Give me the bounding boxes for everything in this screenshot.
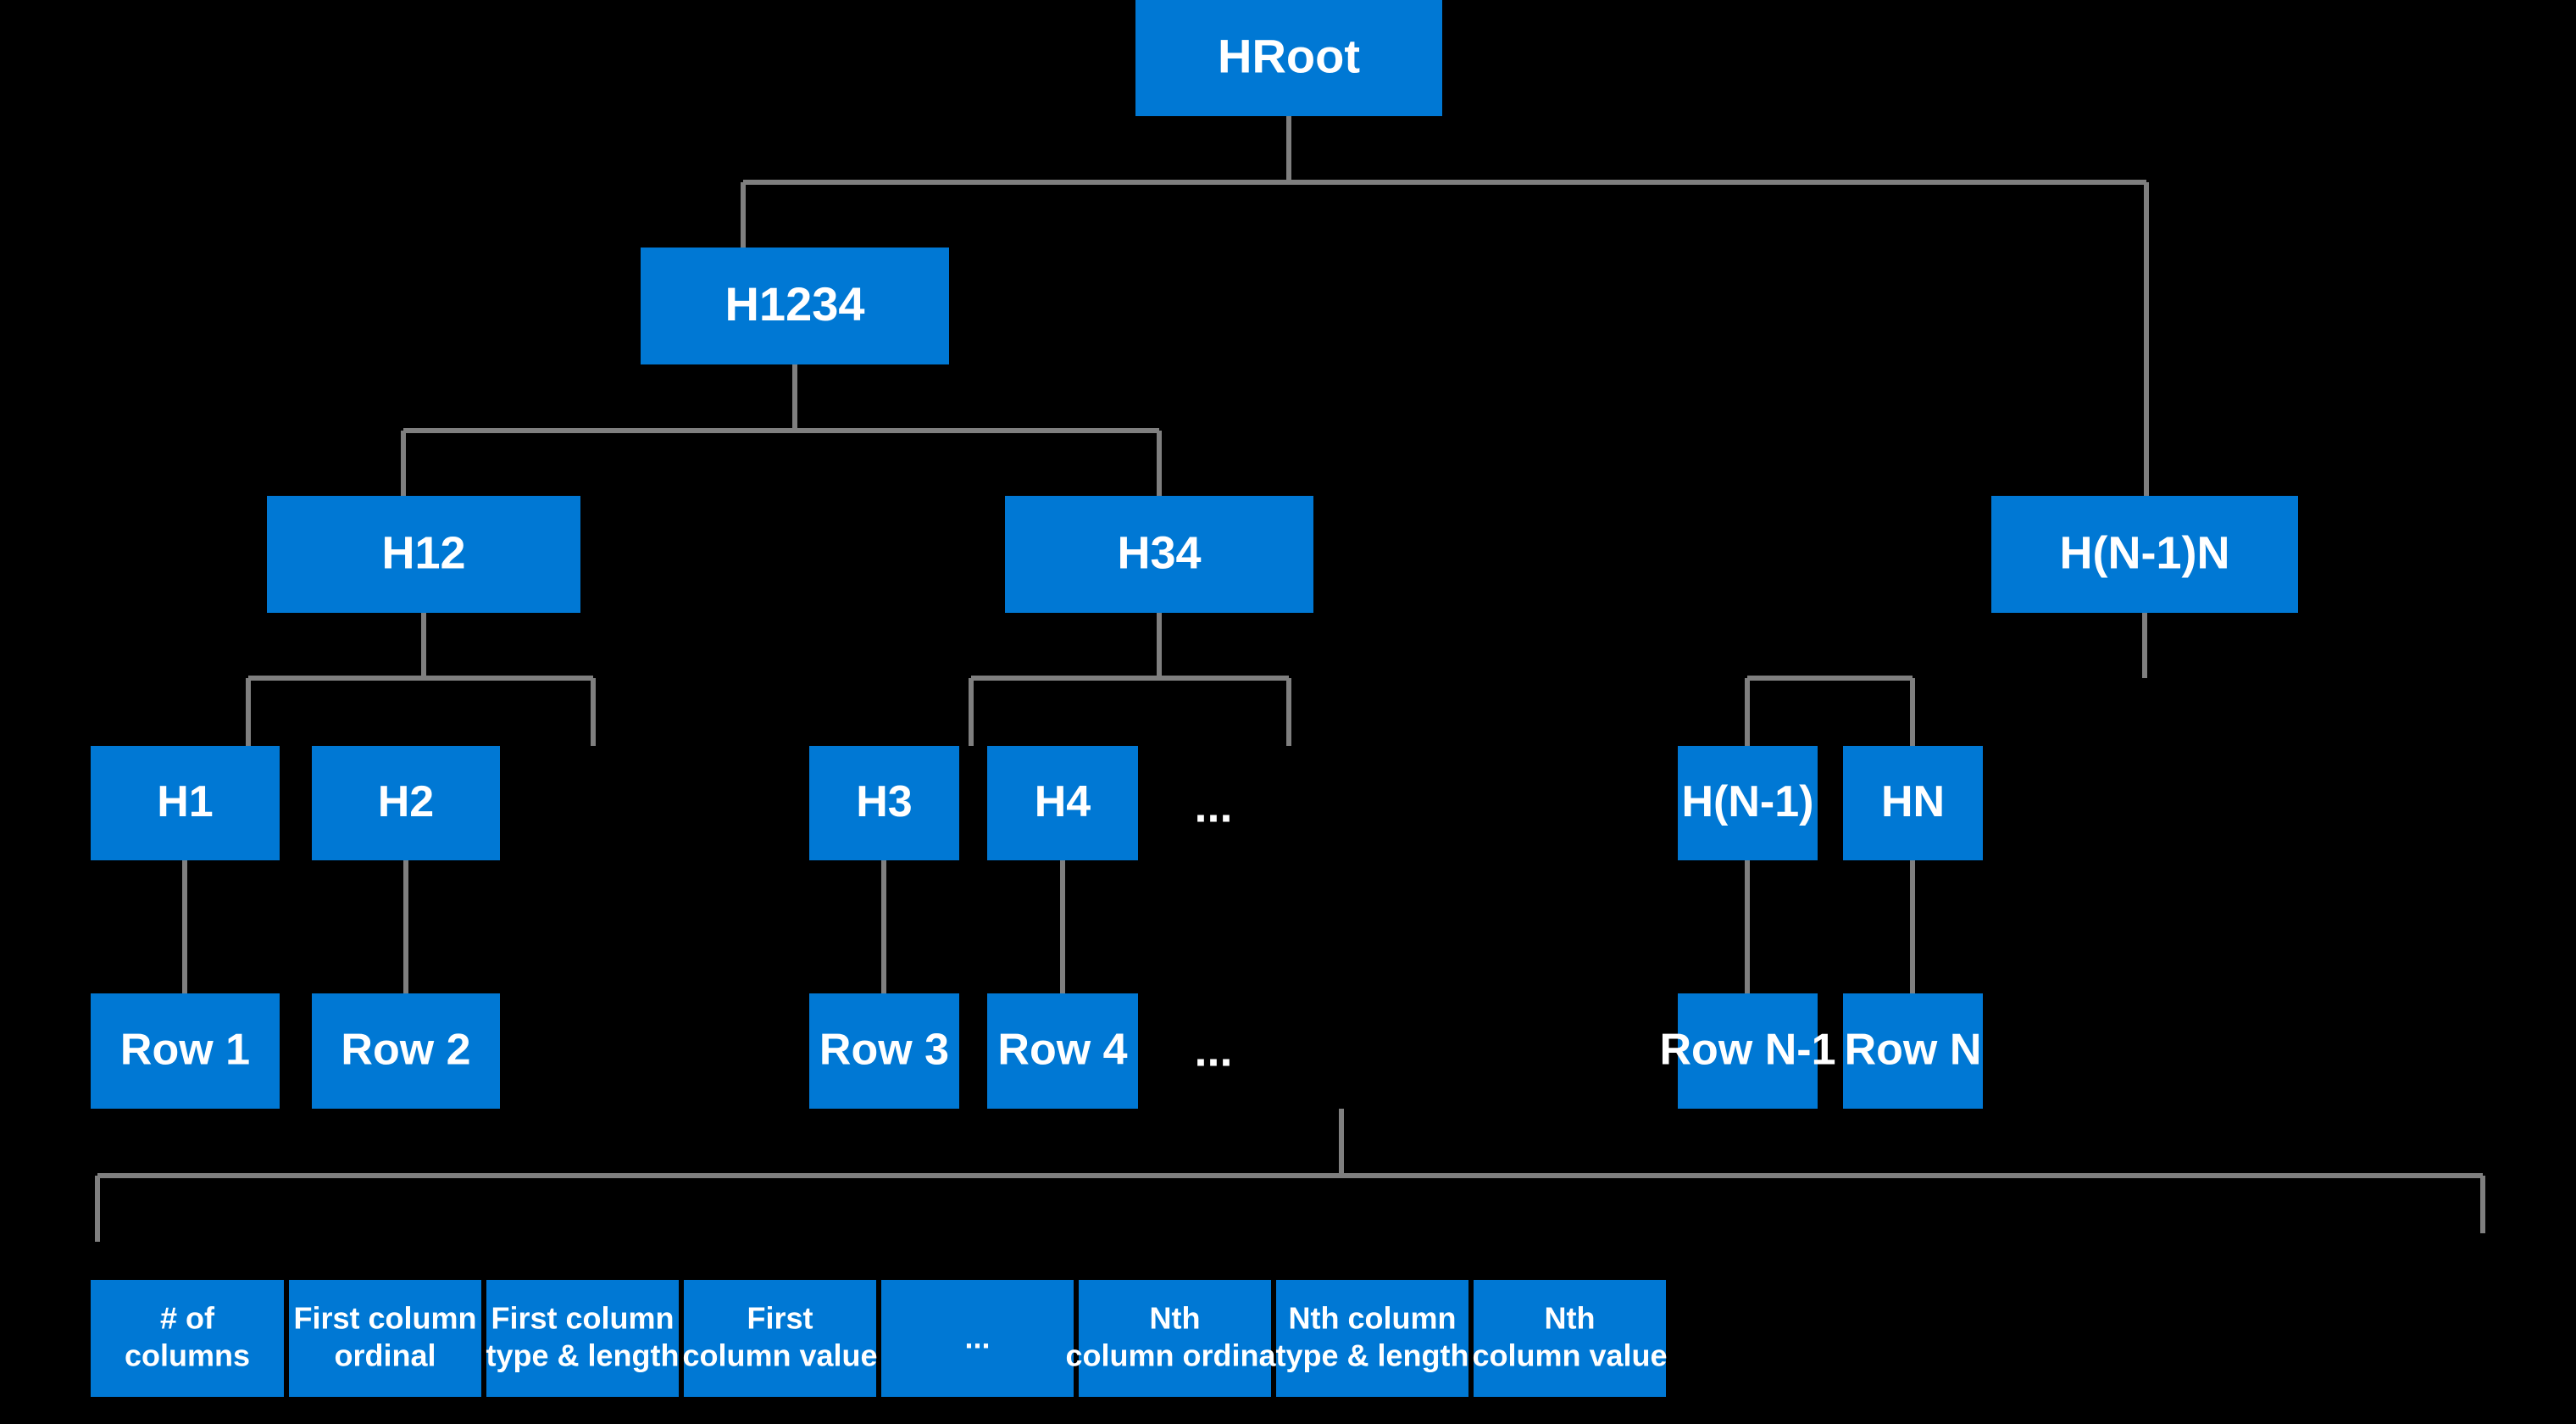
- cell-box-first-column-ordinal[interactable]: [289, 1280, 481, 1397]
- node-label-h2: H2: [378, 777, 434, 826]
- cell-label-num-columns-line2: columns: [125, 1338, 250, 1373]
- h1234-to-level2-bus: [401, 364, 1162, 496]
- cell-label-nth-column-ordinal-line2: column ordinal: [1065, 1338, 1284, 1373]
- node-h2[interactable]: H2: [312, 746, 500, 860]
- node-box-h2[interactable]: [312, 746, 500, 860]
- node-box-row2[interactable]: [312, 993, 500, 1109]
- cell-label-nth-column-type-length-line2: type & length: [1275, 1338, 1468, 1373]
- data-row-ellipsis: ...: [1194, 1025, 1232, 1076]
- node-label-h12: H12: [381, 527, 465, 578]
- cell-label-first-column-value-line2: column value: [682, 1338, 877, 1373]
- node-h1[interactable]: H1: [91, 746, 280, 860]
- node-box-h12[interactable]: [267, 496, 580, 613]
- cell-box-row-detail-ellipsis[interactable]: [881, 1280, 1074, 1397]
- connector-layer: [95, 116, 2485, 1242]
- node-label-hn1n: H(N-1)N: [2060, 527, 2230, 578]
- cell-box-nth-column-ordinal[interactable]: [1079, 1280, 1271, 1397]
- cell-box-nth-column-value[interactable]: [1474, 1280, 1666, 1397]
- node-box-rowN[interactable]: [1843, 993, 1983, 1109]
- hn1n-to-children-bus: [1745, 613, 2147, 746]
- node-box-h1234[interactable]: [641, 248, 949, 364]
- node-label-h4: H4: [1035, 777, 1091, 826]
- node-row3[interactable]: Row 3: [809, 993, 959, 1109]
- node-rowN1[interactable]: Row N-1: [1660, 993, 1836, 1109]
- node-label-rowN: Row N: [1845, 1026, 1982, 1075]
- cell-label-row-detail-ellipsis: ...: [964, 1321, 990, 1355]
- root-to-level1-bus: [741, 116, 2149, 496]
- node-label-h34: H34: [1117, 527, 1201, 578]
- node-label-row1: Row 1: [120, 1026, 250, 1075]
- node-box-row4[interactable]: [987, 993, 1138, 1109]
- node-label-h3: H3: [856, 777, 912, 826]
- node-row1[interactable]: Row 1: [91, 993, 280, 1109]
- cell-box-num-columns[interactable]: [91, 1280, 284, 1397]
- node-box-h4[interactable]: [987, 746, 1138, 860]
- node-h1234[interactable]: H1234: [641, 248, 949, 364]
- node-h34[interactable]: H34: [1005, 496, 1313, 613]
- cell-label-nth-column-type-length-line1: Nth column: [1289, 1301, 1457, 1336]
- node-row4[interactable]: Row 4: [987, 993, 1138, 1109]
- row4-to-detail-bracket: [95, 1109, 2485, 1242]
- node-label-hroot: HRoot: [1218, 29, 1360, 82]
- node-label-row3: Row 3: [819, 1026, 949, 1075]
- node-label-hn: HN: [1881, 777, 1945, 826]
- cell-label-first-column-type-length-line1: First column: [491, 1301, 674, 1336]
- h34-to-children-bus: [969, 613, 1291, 746]
- cell-label-first-column-ordinal-line1: First column: [293, 1301, 476, 1336]
- cell-label-nth-column-value-line2: column value: [1472, 1338, 1667, 1373]
- node-hn[interactable]: HN: [1843, 746, 1983, 860]
- node-h3[interactable]: H3: [809, 746, 959, 860]
- h12-to-children-bus: [246, 613, 596, 746]
- node-hn1n[interactable]: H(N-1)N: [1991, 496, 2298, 613]
- node-box-row3[interactable]: [809, 993, 959, 1109]
- cell-box-nth-column-type-length[interactable]: [1276, 1280, 1468, 1397]
- node-box-row1[interactable]: [91, 993, 280, 1109]
- node-box-h1[interactable]: [91, 746, 280, 860]
- node-label-row4: Row 4: [997, 1026, 1127, 1075]
- node-label-hn1: H(N-1): [1682, 777, 1814, 826]
- node-label-h1: H1: [157, 777, 213, 826]
- node-hn1[interactable]: H(N-1): [1678, 746, 1818, 860]
- cell-label-first-column-value-line1: First: [747, 1301, 813, 1336]
- node-box-hroot[interactable]: [1135, 0, 1442, 116]
- node-h12[interactable]: H12: [267, 496, 580, 613]
- cell-label-first-column-type-length-line2: type & length: [486, 1338, 679, 1373]
- row-detail-cell-row-detail-ellipsis[interactable]: ...: [881, 1280, 1074, 1397]
- node-hroot[interactable]: HRoot: [1135, 0, 1442, 116]
- node-label-h1234: H1234: [724, 277, 864, 331]
- leaf-row-ellipsis: ...: [1194, 781, 1232, 832]
- node-box-hn1[interactable]: [1678, 746, 1818, 860]
- cell-label-first-column-ordinal-line2: ordinal: [334, 1338, 436, 1373]
- node-label-rowN1: Row N-1: [1660, 1026, 1836, 1075]
- node-box-hn[interactable]: [1843, 746, 1983, 860]
- node-label-row2: Row 2: [341, 1026, 470, 1075]
- cell-label-num-columns-line1: # of: [160, 1301, 215, 1336]
- node-h4[interactable]: H4: [987, 746, 1138, 860]
- node-box-hn1n[interactable]: [1991, 496, 2298, 613]
- cell-label-nth-column-value-line1: Nth: [1545, 1301, 1596, 1336]
- node-box-h34[interactable]: [1005, 496, 1313, 613]
- cell-box-first-column-value[interactable]: [684, 1280, 876, 1397]
- node-row2[interactable]: Row 2: [312, 993, 500, 1109]
- node-rowN[interactable]: Row N: [1843, 993, 1983, 1109]
- cell-label-nth-column-ordinal-line1: Nth: [1150, 1301, 1201, 1336]
- cell-box-first-column-type-length[interactable]: [486, 1280, 679, 1397]
- node-box-rowN1[interactable]: [1678, 993, 1818, 1109]
- node-box-h3[interactable]: [809, 746, 959, 860]
